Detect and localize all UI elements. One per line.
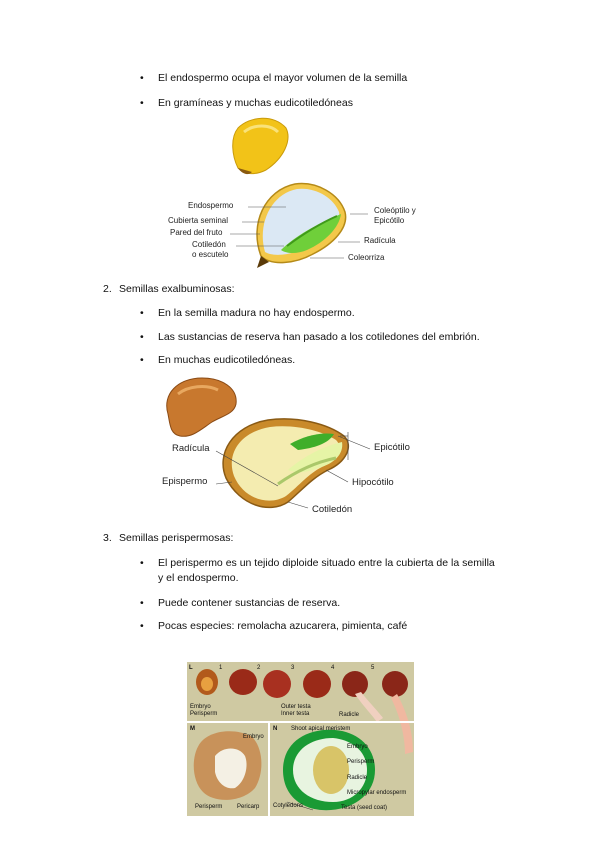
label-embryo: Embryo — [190, 704, 211, 710]
label-inner-testa: Inner testa — [281, 711, 310, 717]
bean-seed-illustration — [166, 377, 371, 509]
panel-label-m: M — [190, 726, 195, 732]
label-epispermo: Epispermo — [162, 476, 208, 487]
bean-seed-figure: Radícula Epispermo Epicótilo Hipocótilo … — [158, 374, 438, 524]
label-radicle: Radicle — [339, 712, 360, 718]
section-number: 3. — [103, 532, 112, 544]
stage-5: 5 — [371, 665, 375, 671]
label-radicula: Radícula — [172, 443, 210, 454]
label-cotiledon: Cotiledón — [192, 240, 226, 249]
label-coleorriza: Coleorriza — [348, 253, 385, 262]
label-escutelo: o escutelo — [192, 250, 229, 259]
section-title: Semillas perispermosas: — [119, 532, 234, 544]
section-title: Semillas exalbuminosas: — [119, 283, 235, 295]
corn-seed-illustration — [230, 117, 368, 268]
bullet-text: En muchas eudicotiledóneas. — [158, 354, 296, 366]
bullet-marker: • — [140, 307, 144, 319]
label-epicotilo: Epicótilo — [374, 216, 405, 225]
bullet-text: Pocas especies: remolacha azucarera, pim… — [158, 620, 408, 632]
perisperm-illustration — [187, 669, 414, 816]
bullet-marker: • — [140, 620, 144, 632]
label-epicotilo: Epicótilo — [374, 442, 410, 453]
panel-label-l: L — [189, 665, 193, 671]
label-micropylar: Micropylar endosperm — [347, 790, 407, 796]
bullet-text: y el endospermo. — [158, 572, 239, 584]
label-hipocotilo: Hipocótilo — [352, 477, 394, 488]
bullet-text: Puede contener sustancias de reserva. — [158, 597, 341, 609]
label-cotyledons: Cotyledons — [273, 803, 304, 809]
label-pared-fruto: Pared del fruto — [170, 228, 223, 237]
label-outer-testa: Outer testa — [281, 704, 311, 710]
bullet-text: El endospermo ocupa el mayor volumen de … — [158, 72, 408, 84]
label-m-perisperm: Perisperm — [195, 804, 223, 810]
label-endospermo: Endospermo — [188, 201, 234, 210]
bullet-text: Las sustancias de reserva han pasado a l… — [158, 331, 480, 343]
bullet-marker: • — [140, 72, 144, 84]
label-n-embryo: Embryo — [347, 744, 368, 750]
label-perisperm: Perisperm — [190, 711, 218, 717]
bullet-marker: • — [140, 597, 144, 609]
bullet-text: En gramíneas y muchas eudicotiledóneas — [158, 97, 353, 109]
label-radicula: Radícula — [364, 236, 396, 245]
perisperm-figure: L 1 2 3 4 5 Embryo Perisperm Outer testa… — [187, 662, 414, 816]
label-n-perisperm: Perisperm — [347, 759, 375, 765]
stage-2: 2 — [257, 665, 261, 671]
label-testa: Testa (seed coat) — [341, 805, 388, 811]
bullet-text: En la semilla madura no hay endospermo. — [158, 307, 355, 319]
section-number: 2. — [103, 283, 112, 295]
label-shoot-meristem: Shoot apical meristem — [291, 726, 351, 732]
bullet-marker: • — [140, 97, 144, 109]
stage-1: 1 — [219, 665, 223, 671]
bullet-marker: • — [140, 331, 144, 343]
label-n-radicle: Radicle — [347, 775, 368, 781]
panel-label-n: N — [273, 726, 278, 732]
bullet-marker: • — [140, 354, 144, 366]
corn-seed-figure: Endospermo Cubierta seminal Pared del fr… — [160, 112, 430, 272]
label-cotiledon: Cotiledón — [312, 504, 353, 515]
bullet-text: El perispermo es un tejido diploide situ… — [158, 557, 495, 569]
label-m-pericarp: Pericarp — [237, 804, 260, 810]
stage-3: 3 — [291, 665, 295, 671]
stage-4: 4 — [331, 665, 335, 671]
label-coleoptilo: Coleóptilo y — [374, 206, 416, 215]
label-m-embryo: Embryo — [243, 734, 264, 740]
label-cubierta-seminal: Cubierta seminal — [168, 216, 229, 225]
bullet-marker: • — [140, 557, 144, 569]
